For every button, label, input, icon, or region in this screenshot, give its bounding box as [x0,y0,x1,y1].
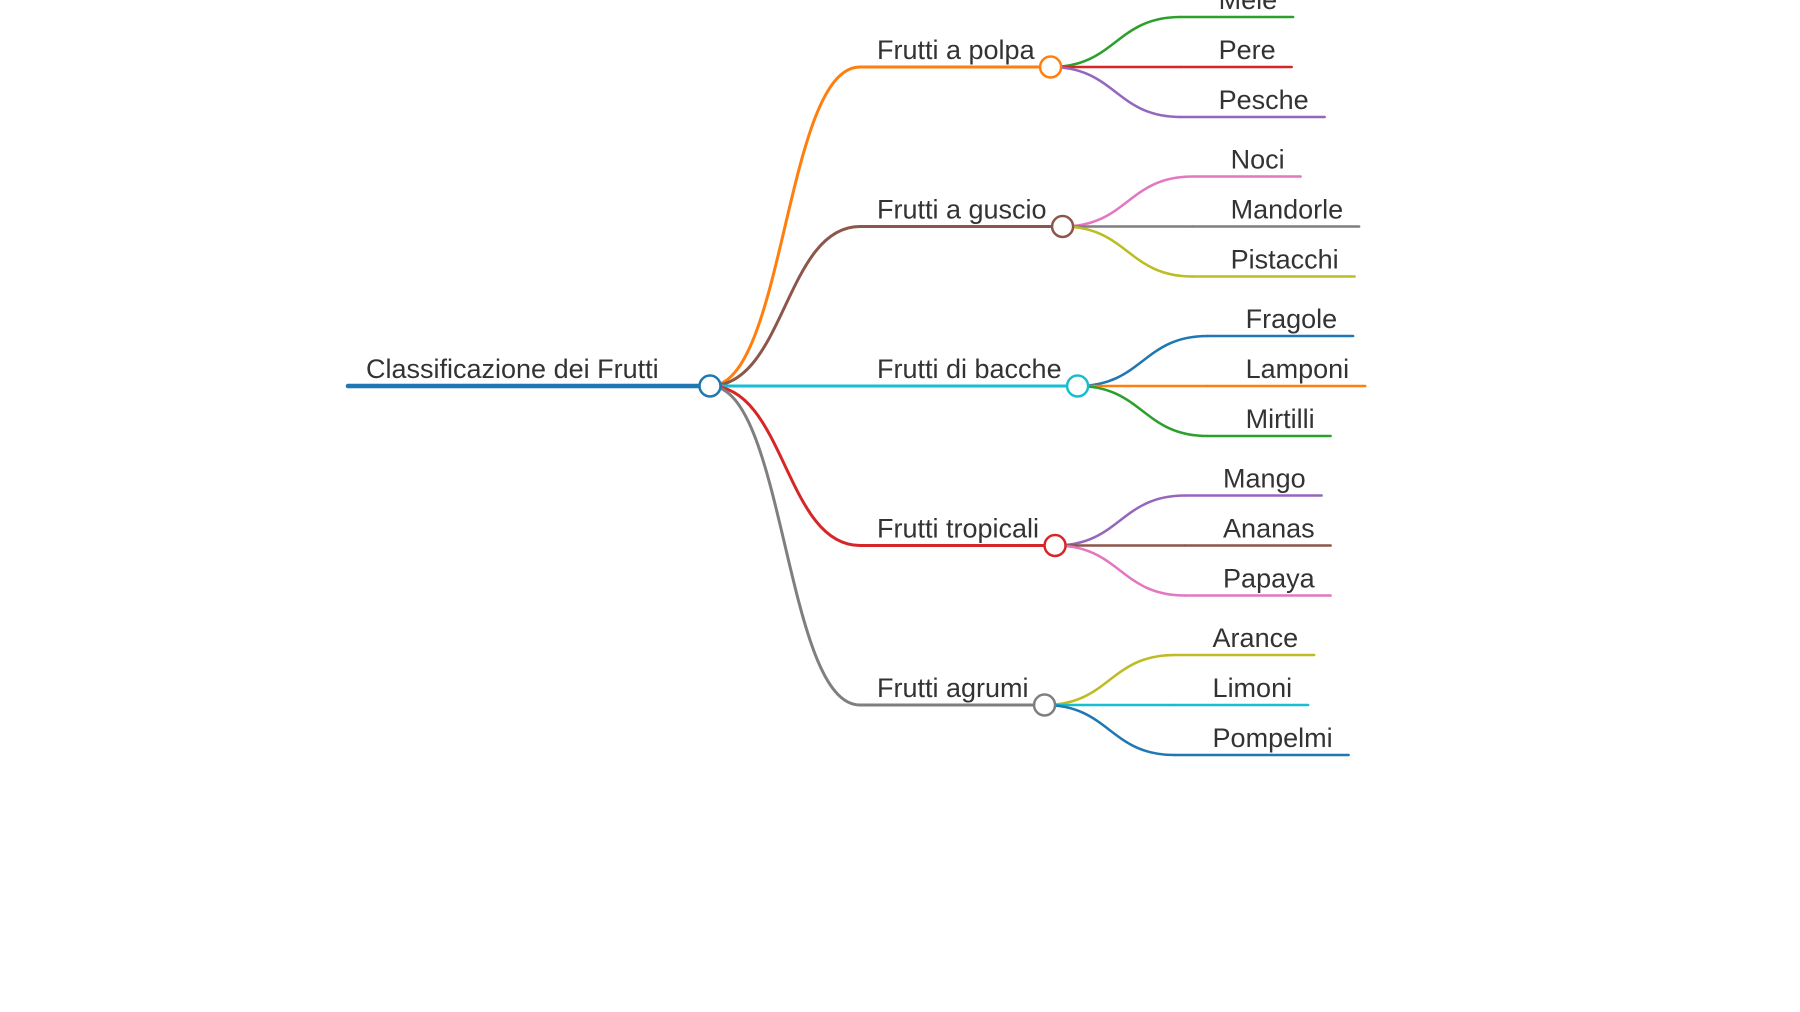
leaf-label: Papaya [1223,564,1316,594]
leaf-label: Pere [1219,35,1276,65]
leaf-label: Mirtilli [1246,404,1315,434]
mindmap-nodes: Classificazione dei Frutti Frutti a polpa… [366,0,1349,753]
leaf-link [1061,175,1194,228]
leaf-label: Pompelmi [1213,723,1333,753]
leaf-link [1043,653,1176,707]
leaf-label: Limoni [1213,673,1293,703]
leaf-label: Mandorle [1231,195,1344,225]
mindmap-links [345,15,1367,757]
branch-node-toggle[interactable] [1032,693,1057,717]
branch-link [708,384,862,707]
leaf-link [1053,494,1187,547]
root-node-label: Classificazione dei Frutti [366,354,659,384]
leaf-label: Ananas [1223,514,1315,544]
branch-node-toggle[interactable] [1043,533,1067,558]
leaf-link [1061,225,1194,278]
leaf-link [1049,65,1182,119]
leaf-label: Arance [1213,623,1299,653]
branch-label: Frutti a polpa [877,35,1036,65]
branch-link [708,384,862,547]
leaf-label: Lamponi [1246,354,1350,384]
leaf-link [1049,15,1182,69]
branch-label: Frutti di bacche [877,354,1062,384]
branch-link [708,65,862,388]
leaf-label: Fragole [1246,304,1338,334]
branch-node-toggle[interactable] [1065,374,1090,398]
leaf-label: Noci [1231,145,1285,175]
root-node-toggle[interactable] [698,374,722,398]
leaf-label: Pistacchi [1231,245,1339,275]
branch-node-toggle[interactable] [1038,55,1063,79]
leaf-link [1043,703,1176,757]
branch-link [708,225,862,388]
leaf-link [1076,384,1209,438]
leaf-label: Pesche [1219,85,1309,115]
branch-label: Frutti tropicali [877,514,1039,544]
leaf-link [1053,544,1187,597]
leaf-link [1076,334,1209,388]
leaf-label: Mango [1223,464,1306,494]
branch-label: Frutti a guscio [877,195,1047,225]
leaf-label: Mele [1219,0,1278,15]
branch-label: Frutti agrumi [877,673,1029,703]
branch-node-toggle[interactable] [1050,214,1075,239]
